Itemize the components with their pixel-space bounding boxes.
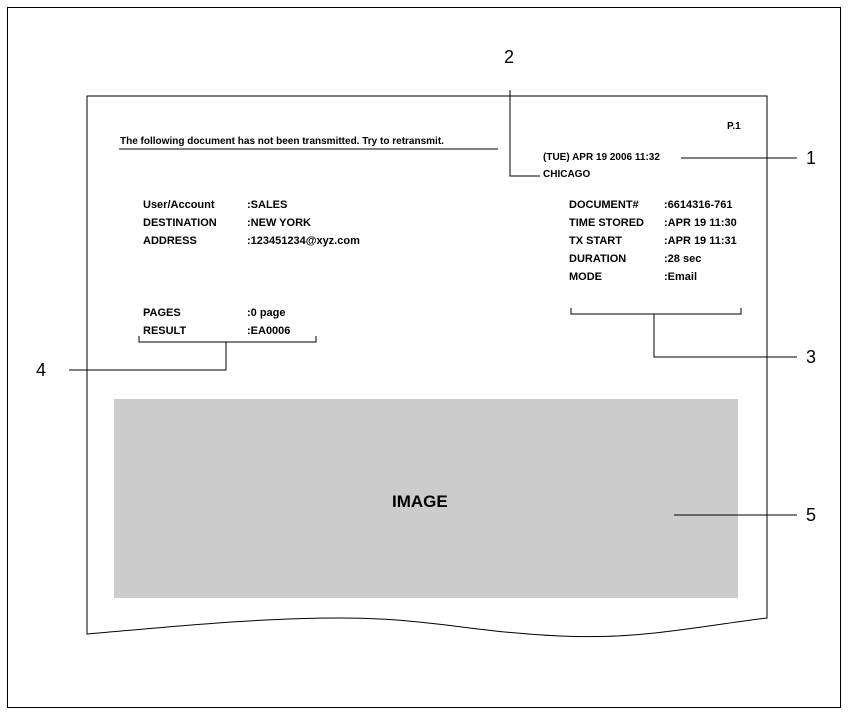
field-value-document: :6614316-761: [664, 199, 733, 211]
callout-3-bracket: [570, 308, 742, 315]
field-label-pages: PAGES: [143, 307, 181, 319]
callout-2: 2: [504, 47, 515, 67]
field-value-address: :123451234@xyz.com: [247, 235, 360, 247]
field-value-destination: :NEW YORK: [247, 217, 311, 229]
callout-3-leader: [653, 314, 797, 358]
field-label-tx-start: TX START: [569, 235, 622, 247]
callout-4: 4: [36, 360, 47, 380]
field-label-mode: MODE: [569, 271, 602, 283]
field-value-pages: :0 page: [247, 307, 286, 319]
field-label-document: DOCUMENT#: [569, 199, 639, 211]
field-label-time-stored: TIME STORED: [569, 217, 644, 229]
sender-location: CHICAGO: [543, 169, 591, 180]
field-value-tx-start: :APR 19 11:31: [664, 235, 737, 247]
field-label-result: RESULT: [143, 325, 187, 337]
outer-frame: [7, 7, 841, 708]
callout-4-leader: [69, 342, 227, 371]
page-number: P.1: [727, 121, 741, 132]
transmission-notice: The following document has not been tran…: [120, 136, 444, 147]
image-area: [114, 399, 738, 598]
date-time: (TUE) APR 19 2006 11:32: [543, 152, 660, 163]
field-value-user-account: :SALES: [247, 199, 288, 211]
field-label-address: ADDRESS: [143, 235, 197, 247]
callout-1: 1: [806, 148, 817, 168]
field-value-result: :EA0006: [247, 325, 291, 337]
image-label: IMAGE: [392, 492, 448, 511]
callout-3: 3: [806, 347, 817, 367]
field-label-user-account: User/Account: [143, 199, 215, 211]
callout-4-bracket: [138, 336, 317, 343]
callout-2-leader: [509, 90, 540, 177]
callout-5: 5: [806, 505, 817, 525]
field-value-mode: :Email: [664, 271, 698, 283]
field-label-duration: DURATION: [569, 253, 627, 265]
field-label-destination: DESTINATION: [143, 217, 217, 229]
field-value-duration: :28 sec: [664, 253, 702, 265]
field-value-time-stored: :APR 19 11:30: [664, 217, 737, 229]
